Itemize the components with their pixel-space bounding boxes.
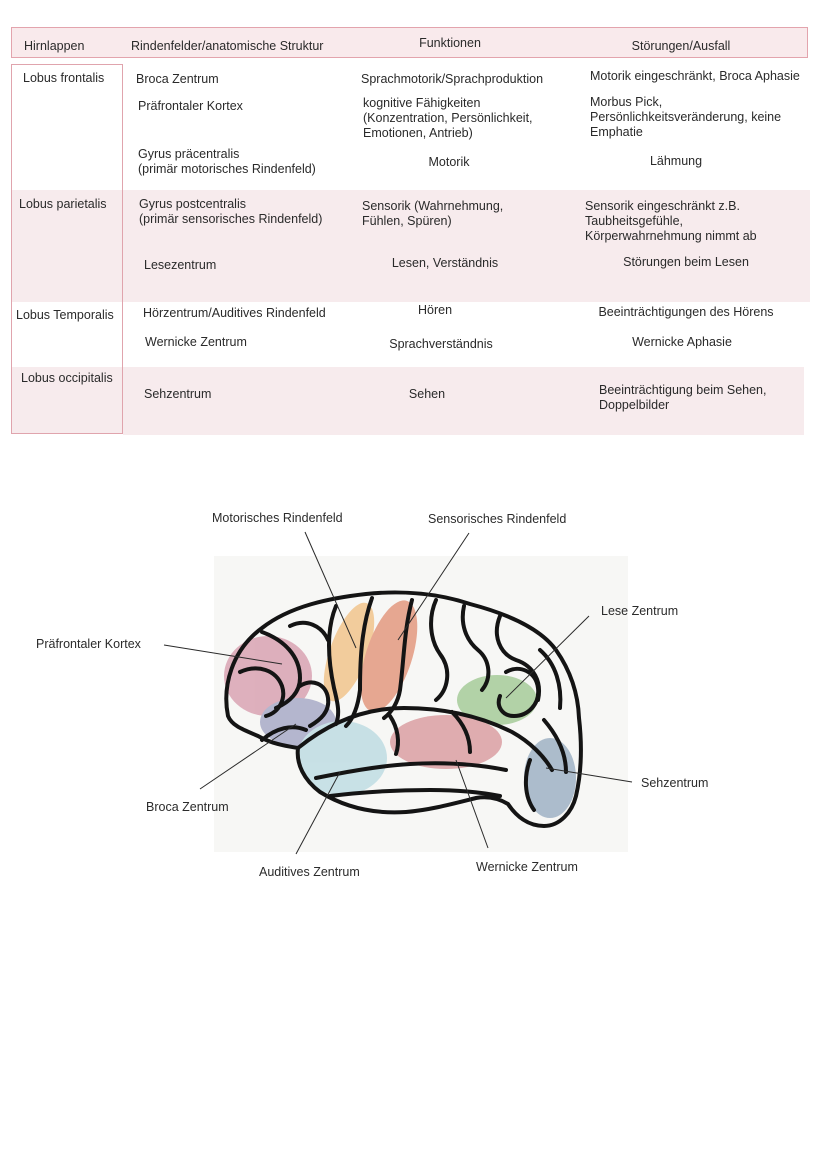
label-auditory-center: Auditives Zentrum [259, 865, 360, 879]
table-cell-structure: Sehzentrum [144, 387, 212, 401]
gyrus-line [238, 666, 286, 718]
table-cell-function: Sprachverständnis [389, 337, 493, 351]
table-header-row [11, 27, 808, 58]
table-cell-function: Sehen [408, 387, 446, 401]
region-motor [323, 602, 375, 702]
region-wernicke [390, 715, 502, 769]
gyrus-line [298, 680, 331, 728]
gyrus-line [496, 666, 541, 718]
region-sensory [360, 600, 418, 712]
label-visual-center: Sehzentrum [641, 776, 709, 790]
lobe-temporalis: Lobus Temporalis [16, 308, 114, 322]
label-sensory-cortex: Sensorisches Rindenfeld [428, 512, 567, 526]
label-motor-cortex: Motorisches Rindenfeld [212, 511, 343, 525]
gyrus-line [523, 758, 536, 812]
table-cell-structure: Hörzentrum/Auditives Rindenfeld [143, 306, 326, 320]
header-disorders: Störungen/Ausfall [631, 39, 731, 53]
table-cell-structure: Lesezentrum [144, 258, 217, 272]
leader-prefrontal [163, 644, 283, 665]
header-functions: Funktionen [419, 36, 481, 50]
label-reading-center: Lese Zentrum [601, 604, 679, 618]
label-wernicke-center: Wernicke Zentrum [476, 860, 578, 874]
leader-visual [545, 767, 633, 783]
sylvian-fissure [296, 706, 554, 772]
table-cell-structure: Wernicke Zentrum [145, 335, 247, 349]
gyrus-line [538, 648, 563, 710]
gyrus-line [450, 710, 472, 754]
table-cell-disorder: Beeinträchtigungen des Hörens [598, 305, 774, 319]
label-broca-center: Broca Zentrum [146, 800, 229, 814]
header-structure: Rindenfelder/anatomische Struktur [131, 39, 324, 53]
table-cell-disorder: Störungen beim Lesen [623, 255, 749, 269]
parietal-row-band [123, 190, 810, 302]
table-cell-disorder: Motorik eingeschränkt, Broca Aphasie [590, 69, 800, 83]
table-cell-structure: Gyrus präcentralis(primär motorisches Ri… [138, 147, 316, 176]
occipital-lobe-cell [12, 367, 122, 434]
table-cell-function: Motorik [428, 155, 470, 169]
leader-auditory [295, 771, 341, 855]
gyrus-line [429, 598, 450, 702]
precentral-sulcus [327, 604, 341, 726]
table-cell-function: Hören [417, 303, 453, 317]
gyrus-line [388, 714, 400, 756]
table-cell-structure: Präfrontaler Kortex [138, 99, 243, 113]
leader-reading [505, 615, 590, 699]
temporal-sulcus [328, 788, 502, 798]
gyrus-line [542, 718, 568, 774]
table-cell-function: Sensorik (Wahrnehmung,Fühlen, Spüren) [362, 199, 504, 228]
table-cell-disorder: Morbus Pick,Persönlichkeitsveränderung, … [590, 95, 782, 139]
table-cell-structure: Gyrus postcentralis(primär sensorisches … [139, 197, 323, 226]
lobe-frontalis: Lobus frontalis [23, 71, 105, 85]
lobe-occipitalis: Lobus occipitalis [21, 371, 113, 385]
leader-broca [199, 723, 297, 790]
table-cell-disorder: Sensorik eingeschränkt z.B.Taubheitsgefü… [585, 199, 757, 243]
leader-motor [304, 531, 357, 649]
table-cell-disorder: Lähmung [649, 154, 703, 168]
region-prefrontal [224, 636, 312, 716]
header-hirnlappen: Hirnlappen [24, 39, 85, 53]
leader-sensory [397, 532, 470, 641]
table-cell-function: Sprachmotorik/Sprachproduktion [361, 72, 544, 86]
table-cell-disorder: Beeinträchtigung beim Sehen,Doppelbilder [599, 383, 767, 412]
gyrus-line [260, 725, 308, 742]
label-prefrontal-cortex: Präfrontaler Kortex [36, 637, 141, 651]
lobe-parietalis: Lobus parietalis [19, 197, 107, 211]
temporal-sulcus [314, 761, 508, 780]
gyrus-line [288, 620, 330, 642]
table-cell-function: kognitive Fähigkeiten(Konzentration, Per… [363, 96, 533, 140]
lobe-column [11, 64, 123, 434]
brain-outline [224, 590, 583, 828]
table-cell-function: Lesen, Verständnis [391, 256, 499, 270]
table-cell-disorder: Wernicke Aphasie [632, 335, 732, 349]
table-cell-structure: Broca Zentrum [136, 72, 219, 86]
parietal-lobe-cell [12, 190, 122, 302]
postcentral-sulcus [382, 598, 414, 720]
leader-wernicke [455, 759, 489, 849]
gyrus-line [260, 630, 302, 710]
central-sulcus [344, 596, 374, 728]
gyrus-line [460, 604, 491, 692]
occipital-row-band [123, 367, 804, 435]
